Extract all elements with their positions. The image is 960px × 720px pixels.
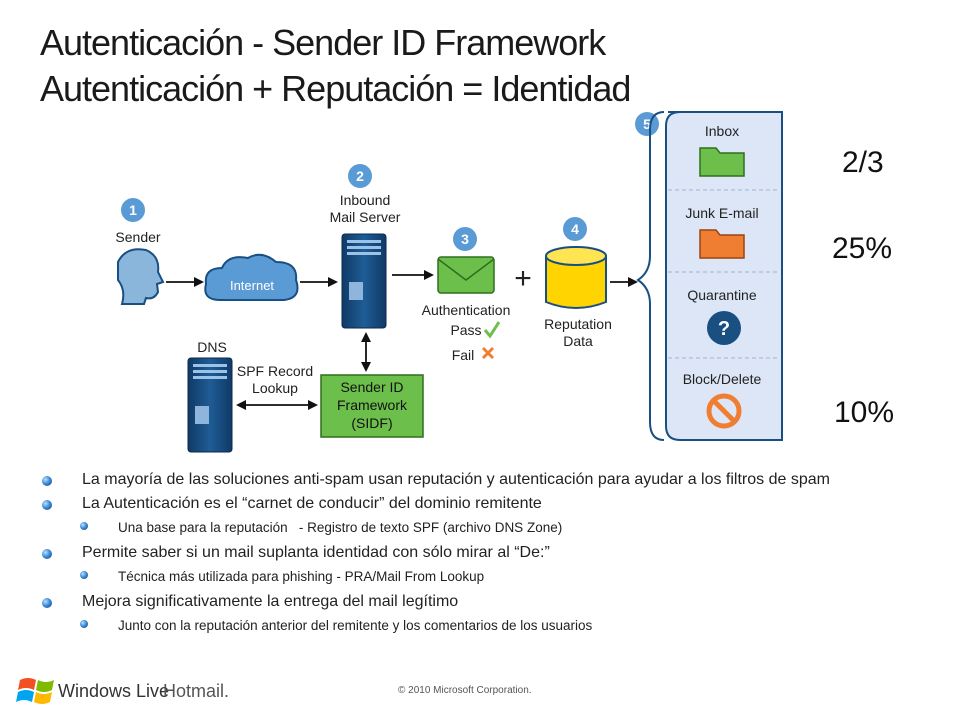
- sidf-box: [320, 374, 424, 438]
- svg-text:5: 5: [643, 116, 651, 132]
- svg-text:Windows Live: Windows Live: [58, 681, 169, 701]
- spf-label-2: Lookup: [252, 380, 298, 396]
- bullet-icon: [80, 620, 88, 628]
- title-line-1: Autenticación - Sender ID Framework: [40, 22, 606, 63]
- authentication-flow-diagram: 1 2 3 4 5 Sender Internet Inbound Mail S…: [115, 111, 783, 453]
- inbox-stat: 2/3: [842, 146, 884, 179]
- bullet-icon: [42, 500, 52, 510]
- block-icon: [706, 393, 742, 429]
- svg-text:1: 1: [129, 202, 137, 218]
- sub-bullet-item: Una base para la reputación - Registro d…: [42, 518, 922, 537]
- sender-head-icon: [117, 248, 165, 305]
- sub-bullet-item: Junto con la reputación anterior del rem…: [42, 616, 922, 635]
- windows-live-hotmail-logo: Windows Live Hotmail.: [16, 672, 236, 711]
- bullet-icon: [80, 571, 88, 579]
- fail-x-icon: [481, 346, 495, 360]
- junk-label: Junk E-mail: [685, 205, 758, 221]
- internet-label: Internet: [230, 278, 274, 293]
- bullet-icon: [42, 598, 52, 608]
- plus-sign: +: [514, 262, 532, 295]
- checkmark-icon: [483, 321, 501, 339]
- destination-panel: [665, 111, 783, 441]
- svg-text:3: 3: [461, 231, 469, 247]
- step-badge-4: 4: [563, 217, 587, 241]
- fail-label: Fail: [452, 347, 475, 363]
- title-line-2: Autenticación + Reputación = Identidad: [40, 68, 631, 109]
- inbox-label: Inbox: [705, 123, 739, 139]
- bullet-icon: [80, 522, 88, 530]
- sender-label: Sender: [115, 229, 160, 245]
- bullet-list: La mayoría de las soluciones anti-spam u…: [42, 470, 922, 641]
- reputation-database-icon: [545, 246, 607, 309]
- dns-server-icon: [187, 357, 233, 453]
- junk-folder-icon: [699, 229, 745, 259]
- svg-text:Hotmail.: Hotmail.: [163, 681, 229, 701]
- svg-text:2: 2: [356, 168, 364, 184]
- svg-text:?: ?: [718, 318, 730, 340]
- step-badge-2: 2: [348, 164, 372, 188]
- flow-arrows: [166, 270, 638, 410]
- bullet-item: La Autenticación es el “carnet de conduc…: [42, 494, 922, 514]
- copyright-text: © 2010 Microsoft Corporation.: [398, 685, 532, 696]
- junk-stat: 25%: [832, 232, 893, 265]
- internet-cloud-icon: [204, 253, 299, 301]
- sidf-label-3: (SIDF): [351, 415, 392, 431]
- slide-title: Autenticación - Sender ID Framework Aute…: [40, 20, 631, 112]
- quarantine-label: Quarantine: [687, 287, 756, 303]
- bullet-item: La mayoría de las soluciones anti-spam u…: [42, 470, 922, 490]
- inbox-folder-icon: [699, 147, 745, 177]
- authentication-label: Authentication: [422, 302, 511, 318]
- step-badge-1: 1: [121, 198, 145, 222]
- sub-bullet-item: Técnica más utilizada para phishing - PR…: [42, 567, 922, 586]
- reputation-label-1: Reputation: [544, 316, 612, 332]
- bullet-item: Permite saber si un mail suplanta identi…: [42, 543, 922, 563]
- bullet-icon: [42, 549, 52, 559]
- step-badge-3: 3: [453, 227, 477, 251]
- server-label-2: Mail Server: [330, 209, 401, 225]
- bullet-item: Mejora significativamente la entrega del…: [42, 592, 922, 612]
- dns-label: DNS: [197, 339, 227, 355]
- spf-label-1: SPF Record: [237, 363, 313, 379]
- block-delete-label: Block/Delete: [683, 371, 762, 387]
- server-label-1: Inbound: [340, 192, 391, 208]
- reputation-label-2: Data: [563, 333, 593, 349]
- svg-text:4: 4: [571, 221, 579, 237]
- sidf-label-2: Framework: [337, 397, 408, 413]
- brace: [636, 111, 665, 441]
- pass-label: Pass: [450, 322, 481, 338]
- sidf-label-1: Sender ID: [340, 379, 403, 395]
- mail-server-icon: [341, 233, 387, 329]
- windows-flag-icon: [16, 678, 54, 704]
- block-stat: 10%: [834, 396, 895, 429]
- question-mark-icon: ?: [707, 311, 741, 345]
- bullet-icon: [42, 476, 52, 486]
- envelope-icon: [437, 256, 495, 294]
